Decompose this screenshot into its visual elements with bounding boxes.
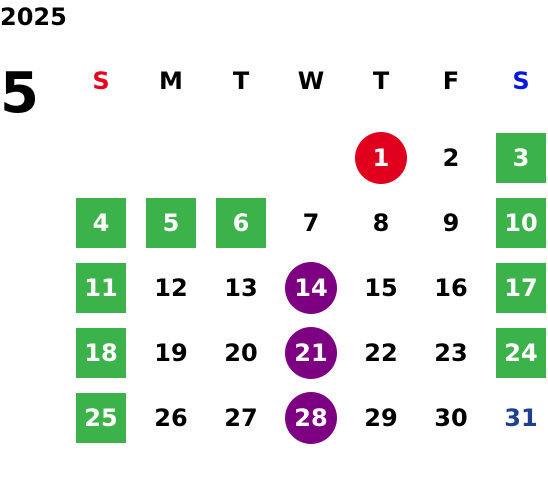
day-number: 11 [76, 262, 126, 313]
day-number: 23 [434, 338, 468, 367]
day-cell[interactable]: 6 [206, 190, 276, 255]
day-number: 30 [434, 403, 468, 432]
day-number: 13 [224, 273, 258, 302]
day-cell[interactable]: 4 [66, 190, 136, 255]
day-number: 12 [154, 273, 188, 302]
day-number: 3 [496, 132, 546, 183]
day-cell[interactable]: 16 [416, 255, 486, 320]
day-number: 25 [76, 392, 126, 443]
day-number: 26 [154, 403, 188, 432]
day-number: 19 [154, 338, 188, 367]
empty-day-cell [136, 125, 206, 190]
day-number: 27 [224, 403, 258, 432]
weekday-header-sunday: S [92, 67, 110, 95]
weekday-header-friday: F [442, 67, 460, 95]
day-number: 14 [285, 261, 337, 314]
day-number: 2 [442, 143, 460, 172]
day-cell[interactable]: 29 [346, 385, 416, 450]
day-number: 20 [224, 338, 258, 367]
day-cell[interactable]: 24 [486, 320, 548, 385]
day-number: 21 [285, 326, 337, 379]
day-number: 28 [285, 391, 337, 444]
day-cell[interactable]: 20 [206, 320, 276, 385]
weekday-header-thursday: T [372, 67, 390, 95]
day-number: 1 [355, 131, 407, 184]
day-number: 24 [496, 327, 546, 378]
day-cell[interactable]: 25 [66, 385, 136, 450]
day-cell[interactable]: 30 [416, 385, 486, 450]
day-number: 31 [504, 403, 538, 432]
day-number: 16 [434, 273, 468, 302]
day-cell[interactable]: 9 [416, 190, 486, 255]
day-cell[interactable]: 19 [136, 320, 206, 385]
day-number: 22 [364, 338, 398, 367]
day-cell[interactable]: 27 [206, 385, 276, 450]
weekday-header-saturday: S [512, 67, 530, 95]
day-cell[interactable]: 15 [346, 255, 416, 320]
weekday-header-tuesday: T [232, 67, 250, 95]
day-cell[interactable]: 31 [486, 385, 548, 450]
day-cell[interactable]: 8 [346, 190, 416, 255]
weekday-header-wednesday: W [297, 67, 325, 95]
empty-day-cell [276, 125, 346, 190]
day-number: 4 [76, 197, 126, 248]
day-number: 15 [364, 273, 398, 302]
weekday-header-monday: M [159, 67, 183, 95]
day-cell[interactable]: 2 [416, 125, 486, 190]
day-number: 18 [76, 327, 126, 378]
day-cell[interactable]: 13 [206, 255, 276, 320]
day-number: 10 [496, 197, 546, 248]
day-cell[interactable]: 23 [416, 320, 486, 385]
day-number: 9 [442, 208, 460, 237]
day-number: 8 [372, 208, 390, 237]
empty-day-cell [206, 125, 276, 190]
day-cell[interactable]: 21 [276, 320, 346, 385]
day-number: 29 [364, 403, 398, 432]
day-cell[interactable]: 14 [276, 255, 346, 320]
day-cell[interactable]: 28 [276, 385, 346, 450]
day-cell[interactable]: 18 [66, 320, 136, 385]
day-cell[interactable]: 3 [486, 125, 548, 190]
day-cell[interactable]: 5 [136, 190, 206, 255]
day-number: 7 [302, 208, 320, 237]
day-cell[interactable]: 12 [136, 255, 206, 320]
day-cell[interactable]: 1 [346, 125, 416, 190]
day-cell[interactable]: 17 [486, 255, 548, 320]
day-cell[interactable]: 22 [346, 320, 416, 385]
day-cell[interactable]: 10 [486, 190, 548, 255]
day-cell[interactable]: 11 [66, 255, 136, 320]
day-cell[interactable]: 26 [136, 385, 206, 450]
day-number: 6 [216, 197, 266, 248]
day-cell[interactable]: 7 [276, 190, 346, 255]
empty-day-cell [66, 125, 136, 190]
day-number: 5 [146, 197, 196, 248]
year-label: 2025 [0, 3, 67, 31]
month-number: 5 [0, 61, 39, 126]
day-number: 17 [496, 262, 546, 313]
